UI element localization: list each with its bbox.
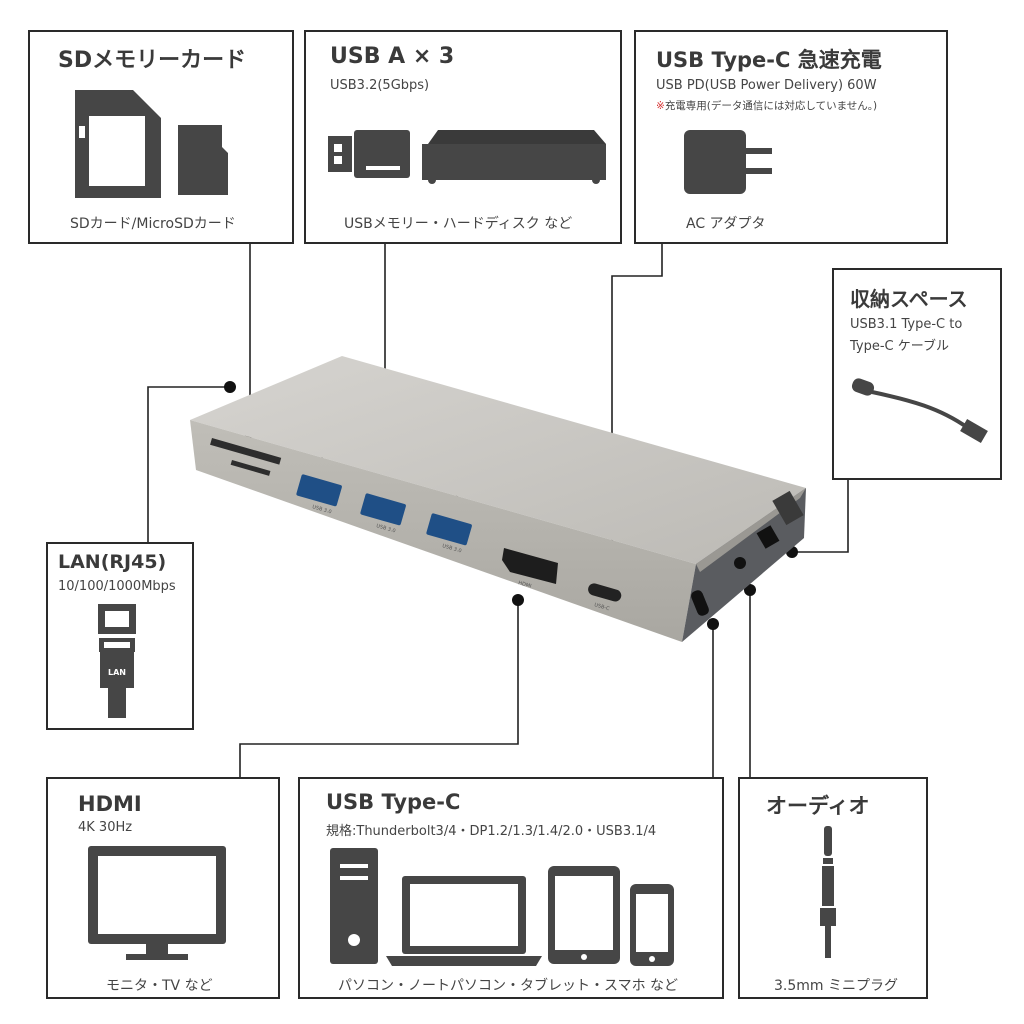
storage-line1: USB3.1 Type-C to: [850, 317, 963, 332]
port-label-usb: USB 3.0: [441, 543, 462, 554]
note-text: 充電専用(データ通信には対応していません。): [664, 100, 878, 112]
monitor-icon: [88, 846, 226, 960]
audio-jack-icon: [820, 826, 836, 958]
sd-caption: SDカード/MicroSDカード: [70, 216, 236, 232]
hdmi-title: HDMI: [78, 792, 142, 816]
audio-title: オーディオ: [766, 794, 870, 818]
usbc-charge-title: USB Type-C 急速充電: [656, 48, 882, 72]
wire-dot: [224, 381, 236, 393]
wire-dot: [744, 584, 756, 596]
usba-title: USB A × 3: [330, 44, 455, 69]
sd-card-icon: [75, 90, 161, 198]
usb-a-ports: [296, 474, 472, 546]
hdmi-subtitle: 4K 30Hz: [78, 820, 133, 835]
laptop-icon: [386, 876, 542, 966]
port-label-hdmi: HDMI: [517, 580, 532, 589]
storage-slot: [772, 490, 804, 526]
port-label-usb: USB 3.0: [311, 504, 332, 515]
wire-usbc-charge: [611, 244, 663, 566]
wire-hdmi: [239, 600, 519, 777]
sd-slot: [210, 438, 282, 465]
usbc-subtitle: 規格:Thunderbolt3/4・DP1.2/1.3/1.4/2.0・USB3…: [326, 824, 657, 839]
wire-dot: [512, 594, 524, 606]
lan-title: LAN(RJ45): [58, 551, 167, 573]
lan-port: [756, 525, 780, 549]
usbc-charge-note: ※充電専用(データ通信には対応していません。): [656, 98, 877, 113]
tablet-icon: [548, 866, 620, 964]
usbc-charge-subtitle: USB PD(USB Power Delivery) 60W: [656, 78, 877, 93]
hdmi-port: [502, 548, 558, 584]
smartphone-icon: [630, 884, 674, 966]
audio-port: [734, 557, 746, 569]
usbc-charge-caption: AC アダプタ: [686, 216, 766, 232]
storage-title: 収納スペース: [850, 287, 968, 311]
hdmi-caption: モニタ・TV など: [106, 978, 213, 994]
microsd-slot: [230, 460, 271, 476]
port-label-usbc: USB-C: [593, 602, 610, 612]
lan-subtitle: 10/100/1000Mbps: [58, 579, 176, 594]
hub-top: [190, 356, 806, 564]
hard-disk-icon: [422, 130, 606, 184]
desktop-pc-icon: [330, 848, 378, 964]
usba-subtitle: USB3.2(5Gbps): [330, 78, 430, 93]
cable-icon: [851, 378, 988, 444]
sd-title: SDメモリーカード: [58, 48, 247, 73]
port-label-usb: USB 3.0: [375, 523, 396, 534]
lan-plug-label: LAN: [108, 668, 126, 677]
ac-adapter-icon: [684, 130, 772, 194]
storage-line2: Type-C ケーブル: [850, 339, 949, 354]
usbc-title: USB Type-C: [326, 790, 461, 814]
usbc-caption: パソコン・ノートパソコン・タブレット・スマホ など: [338, 978, 679, 994]
usbc-port: [588, 583, 622, 602]
usbc-side-port: [691, 590, 709, 616]
wire-lan: [147, 386, 230, 542]
wire-storage: [794, 480, 849, 553]
storage-panel: [832, 268, 1002, 480]
note-mark: ※: [656, 100, 665, 112]
usba-caption: USBメモリー・ハードディスク など: [344, 216, 573, 232]
wire-dot: [707, 618, 719, 630]
ethernet-plug-icon: LAN: [98, 604, 136, 718]
audio-caption: 3.5mm ミニプラグ: [774, 978, 898, 994]
usb-stick-icon: [328, 130, 410, 178]
microsd-card-icon: [178, 125, 228, 195]
